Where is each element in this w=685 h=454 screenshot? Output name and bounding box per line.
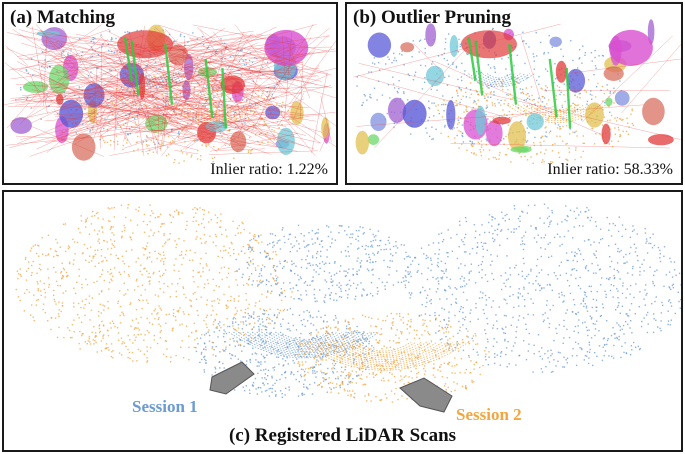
session-1-top-points — [235, 224, 414, 304]
panel-a-title: (a) Matching — [10, 7, 116, 28]
session-1-scan-rings — [228, 331, 380, 359]
panel-a-inlier-ratio: Inlier ratio: 1.22% — [210, 161, 328, 178]
matching-visualization — [4, 23, 336, 164]
panel-matching: (a) Matching Inlier ratio: 1.22% — [2, 2, 338, 185]
red-ellipsoid — [117, 30, 174, 59]
panel-registered-scans: Session 1 Session 2 (c) Registered LiDAR… — [2, 190, 683, 452]
panel-b-title: (b) Outlier Pruning — [353, 7, 511, 28]
session-1-label: Session 1 — [132, 397, 198, 416]
red-ellipsoid — [460, 30, 517, 59]
session-1-right-points — [404, 203, 681, 373]
panel-b-inlier-ratio: Inlier ratio: 58.33% — [547, 161, 673, 178]
pruning-visualization — [353, 19, 681, 165]
magenta-ellipsoid — [608, 29, 653, 66]
green-inlier-lines — [467, 36, 572, 129]
magenta-ellipsoid — [264, 29, 309, 66]
session-2-vehicle — [399, 377, 453, 413]
session-2-left-points — [15, 204, 293, 363]
registered-scans-visualization — [15, 203, 681, 413]
panel-c-title: (c) Registered LiDAR Scans — [228, 425, 457, 446]
blue-ellipsoid — [402, 99, 427, 128]
session-2-scan-rings — [299, 341, 469, 371]
green-inlier-lines — [123, 36, 227, 129]
session-1-vehicle — [209, 361, 255, 395]
correspondence-lines — [4, 23, 336, 157]
session-2-rings — [162, 104, 263, 123]
inlier-lines — [353, 23, 681, 149]
panel-outlier-pruning: (b) Outlier Pruning Inlier ratio: 58.33% — [345, 2, 683, 185]
session-2-label: Session 2 — [456, 405, 522, 424]
session-2-near-points — [297, 312, 490, 403]
blue-ellipsoid — [59, 99, 84, 128]
